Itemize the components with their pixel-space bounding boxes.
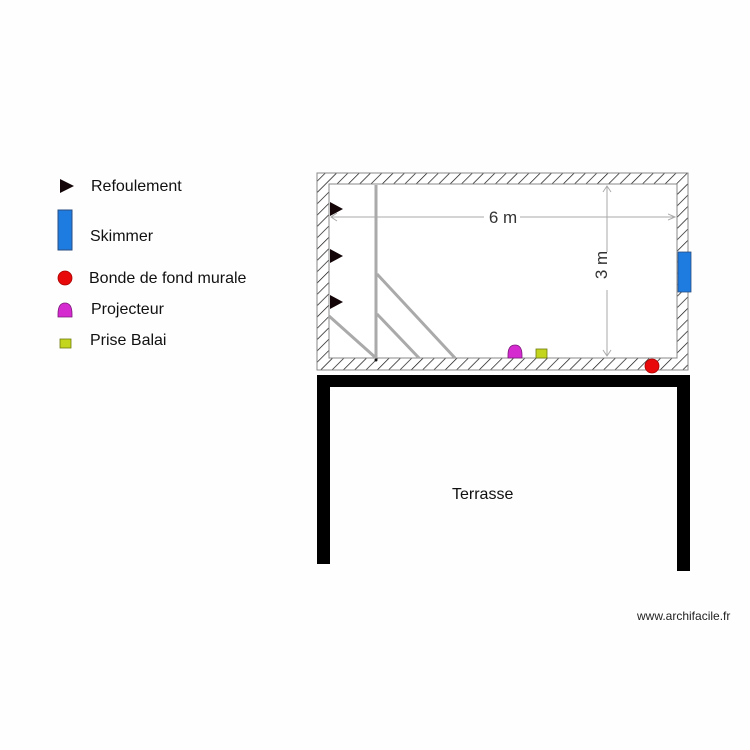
watermark: www.archifacile.fr <box>637 609 731 623</box>
legend-label-refoulement: Refoulement <box>91 178 182 195</box>
height-dimension: 3 m <box>592 185 612 357</box>
terrace-wall <box>317 375 690 571</box>
bonde-icon[interactable] <box>644 358 660 374</box>
refoulement-icon[interactable] <box>330 295 343 309</box>
legend-label-bonde: Bonde de fond murale <box>89 270 247 287</box>
bonde-legend-icon <box>57 270 73 286</box>
terrace-label: Terrasse <box>452 486 514 503</box>
refoulement-icon[interactable] <box>330 202 343 216</box>
legend-label-prise-balai: Prise Balai <box>90 332 167 349</box>
legend-label-skimmer: Skimmer <box>90 228 154 245</box>
projecteur-icon[interactable] <box>507 344 523 359</box>
legend-icons <box>57 179 74 349</box>
pool[interactable]: 6 m 3 m <box>316 172 692 374</box>
legend-label-projecteur: Projecteur <box>91 301 164 318</box>
terrace[interactable] <box>317 375 690 571</box>
height-dimension-label: 3 m <box>592 251 611 279</box>
skimmer-legend-icon <box>57 209 73 251</box>
pool-stairs <box>328 185 457 360</box>
pool-basin <box>328 183 678 359</box>
width-dimension-label: 6 m <box>489 208 517 227</box>
width-dimension: 6 m <box>330 208 675 227</box>
projecteur-legend-icon <box>57 302 73 318</box>
refoulement-icon[interactable] <box>330 249 343 263</box>
stairs-anchor-dot <box>374 358 378 362</box>
refoulement-legend-icon <box>60 179 74 193</box>
prise-balai-legend-icon <box>59 338 72 349</box>
prise-balai-icon[interactable] <box>535 348 548 359</box>
skimmer-icon[interactable] <box>677 251 692 293</box>
